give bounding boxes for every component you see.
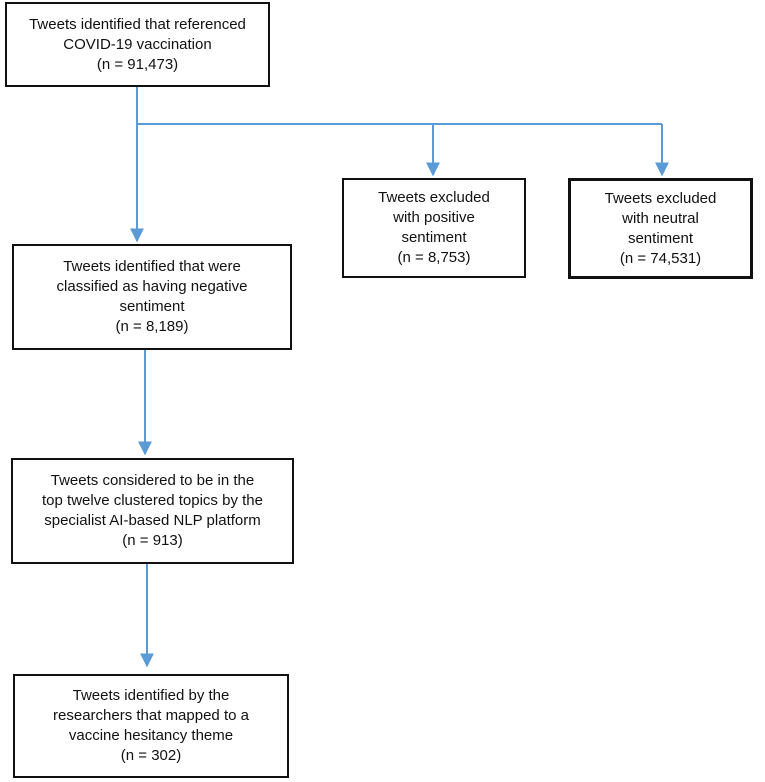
box-text-line: Tweets excluded [604, 189, 717, 207]
box-text-line: top twelve clustered topics by the [42, 492, 263, 509]
box-text-line: COVID-19 vaccination [63, 35, 212, 53]
box-text-line: with neutral [622, 209, 699, 227]
box-excluded-positive: Tweets excluded with positive sentiment … [342, 178, 526, 278]
box-negative-sentiment: Tweets identified that were classified a… [12, 244, 292, 350]
box-text-line: researchers that mapped to a [53, 707, 249, 724]
box-text-line: Tweets identified that referenced [29, 15, 246, 33]
box-text-line: Tweets identified by the [72, 687, 230, 704]
box-text-line: Tweets excluded [378, 189, 490, 206]
box-text-line: (n = 302) [120, 747, 182, 764]
box-text-line: sentiment [401, 229, 467, 246]
box-text-line: specialist AI-based NLP platform [44, 512, 261, 529]
box-excluded-neutral: Tweets excluded with neutral sentiment (… [568, 178, 753, 279]
box-text-line: (n = 91,473) [96, 55, 179, 73]
box-text-line: classified as having negative [56, 278, 248, 295]
box-text-line: (n = 8,189) [115, 318, 189, 335]
box-text-line: (n = 913) [122, 532, 183, 549]
box-text-line: Tweets identified that were [63, 258, 241, 275]
box-text-line: Tweets considered to be in the [50, 472, 255, 489]
box-vaccine-hesitancy: Tweets identified by the researchers tha… [13, 674, 289, 778]
box-text-line: (n = 8,753) [397, 249, 471, 266]
box-text-line: sentiment [627, 229, 694, 247]
box-text-line: vaccine hesitancy theme [68, 727, 234, 744]
box-text-line: sentiment [119, 298, 185, 315]
box-text-line: (n = 74,531) [619, 249, 702, 267]
box-referenced-vaccination: Tweets identified that referenced COVID-… [5, 2, 270, 87]
box-top-topics: Tweets considered to be in the top twelv… [11, 458, 294, 564]
box-text-line: with positive [393, 209, 475, 226]
